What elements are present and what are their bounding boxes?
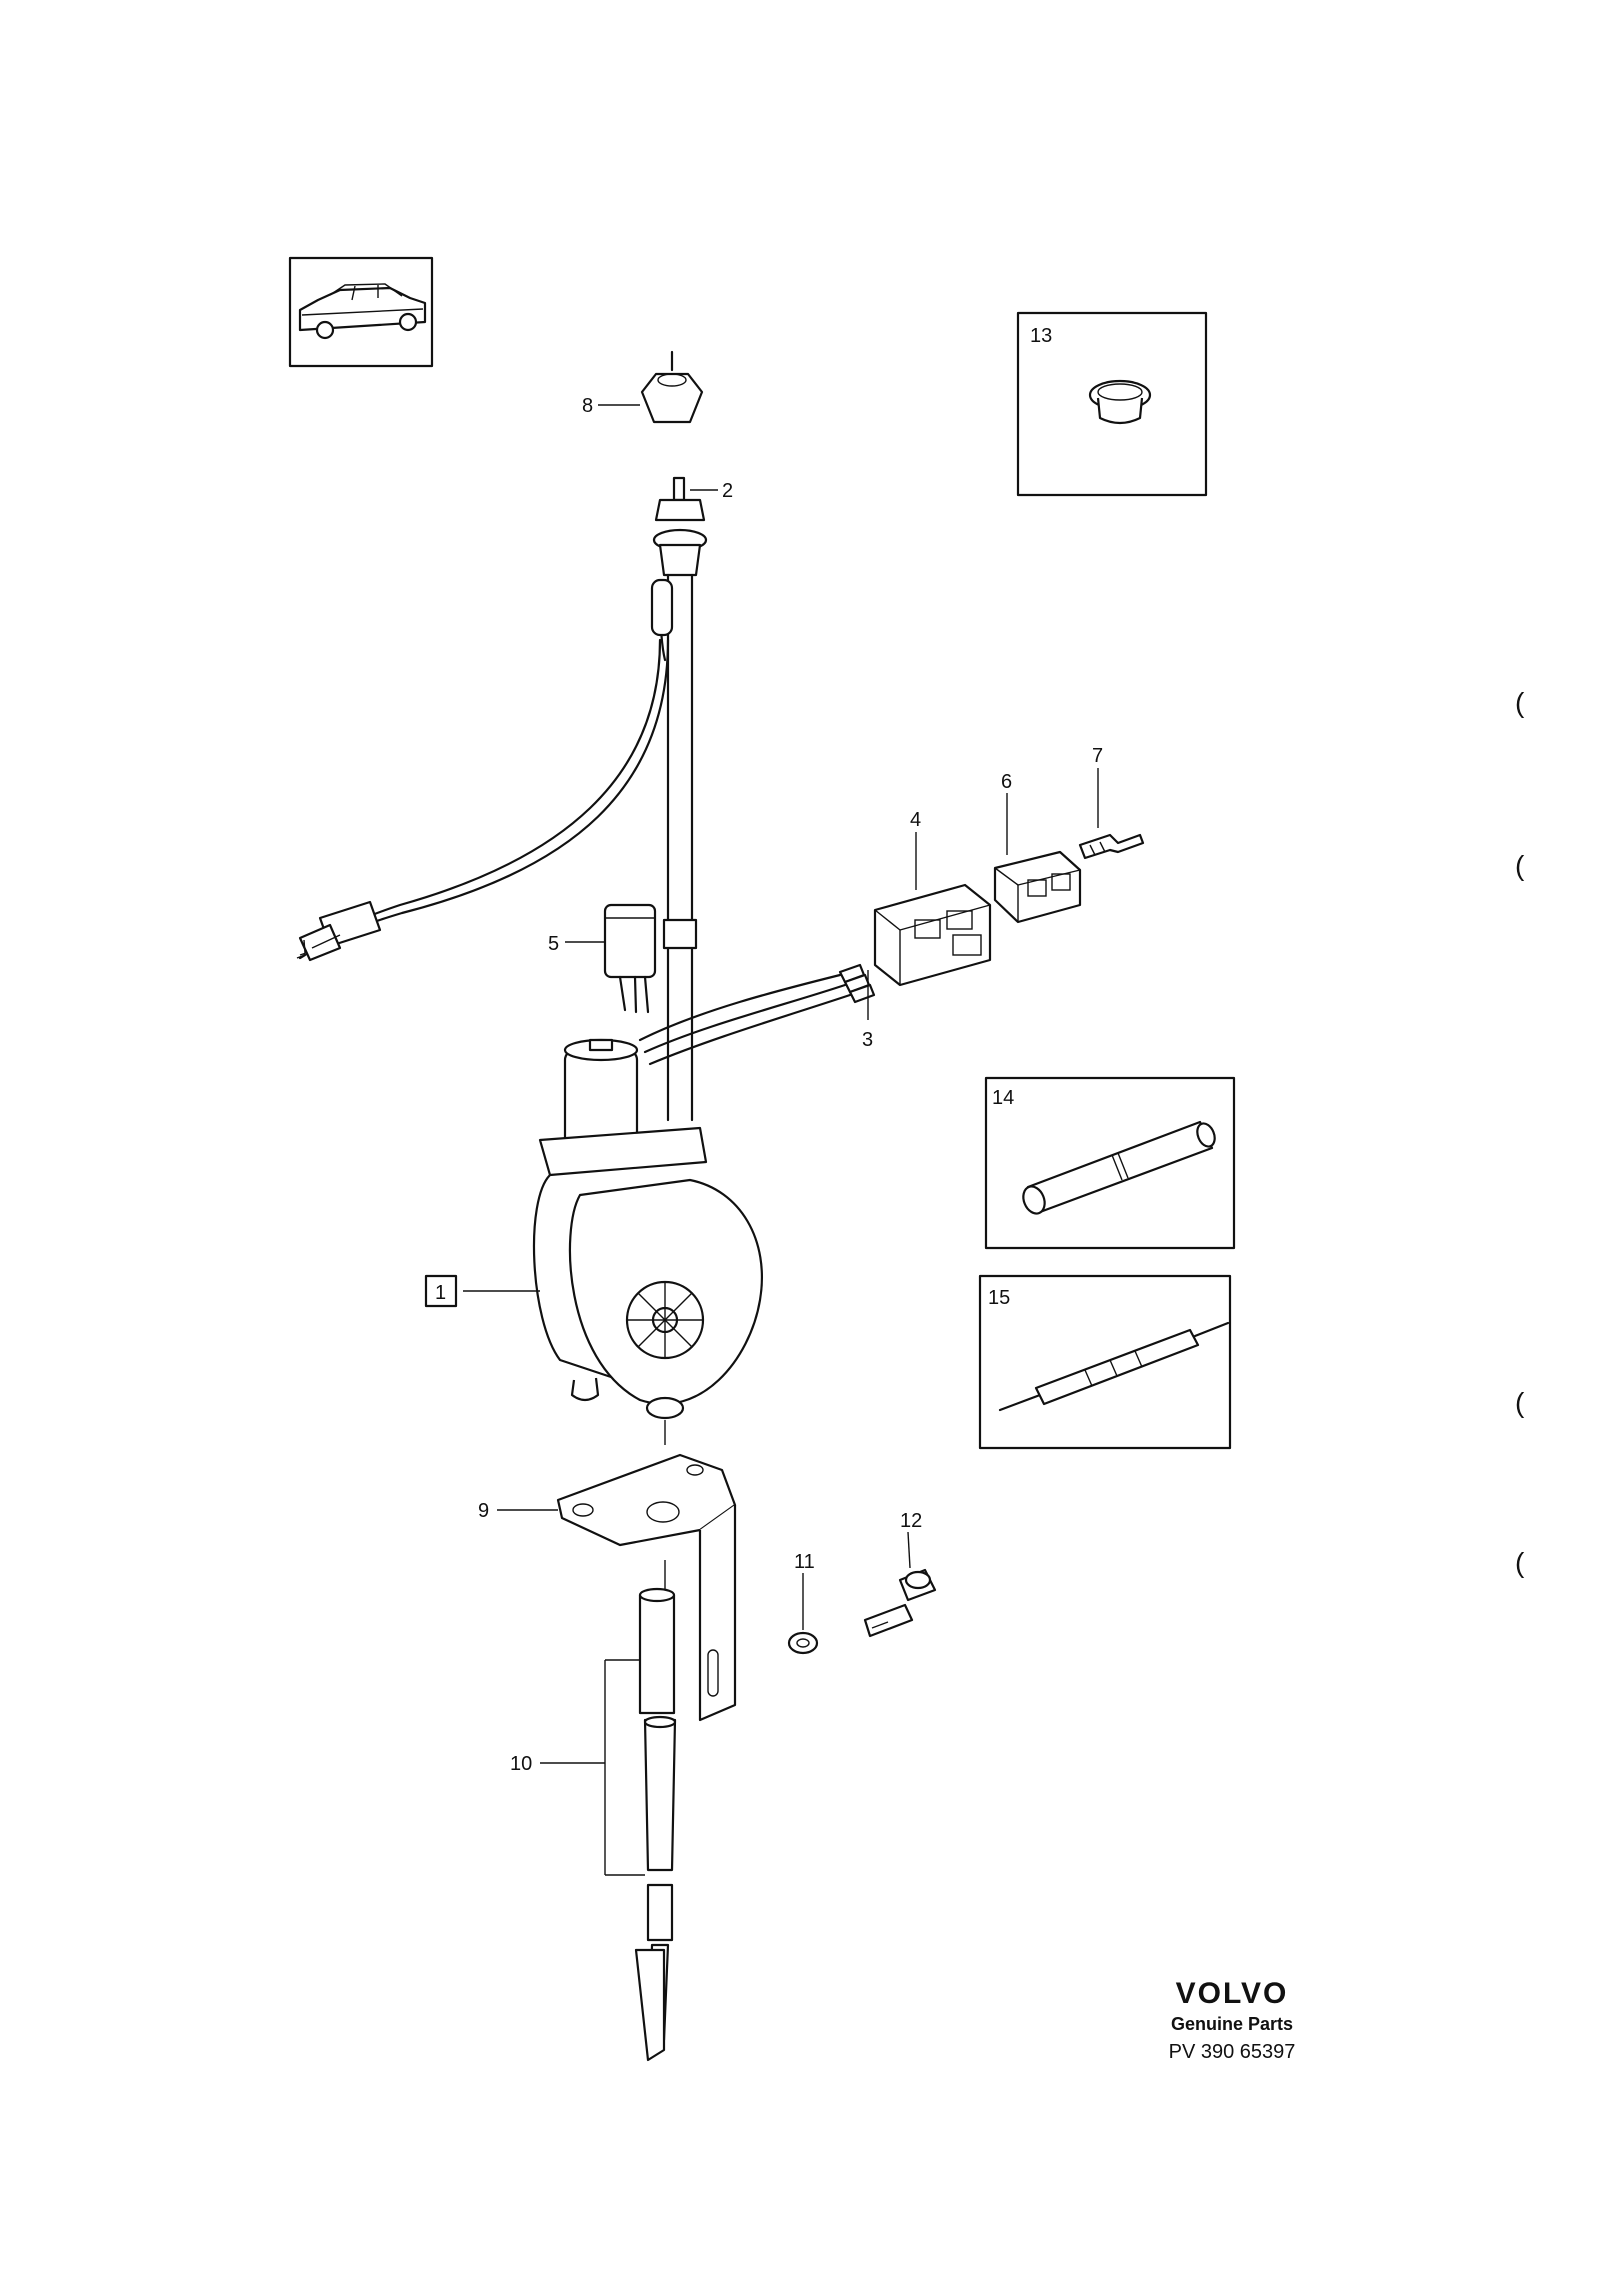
callout-8: 8 (582, 395, 593, 417)
callout-2: 2 (722, 480, 733, 502)
relay-icon (603, 903, 657, 1014)
bracket-icon (556, 1453, 737, 1722)
leader-lines (463, 404, 1099, 1876)
part-code: PV 390 65397 (1169, 2041, 1296, 2063)
vehicle-thumbnail (288, 256, 434, 368)
car-icon (298, 283, 427, 340)
callout-15: 15 (988, 1287, 1010, 1309)
grommet-icon (1088, 379, 1152, 425)
part-15-box: 15 (978, 1274, 1232, 1450)
part-13-box: 13 (1016, 311, 1208, 497)
genuine-parts-label: Genuine Parts (1171, 2014, 1293, 2034)
terminal-pin-icon (1078, 833, 1145, 860)
screw-icon (863, 1568, 937, 1638)
drain-tube-icon (634, 1420, 677, 2062)
margin-mark: ( (1515, 1387, 1525, 1418)
washer-icon (787, 1631, 819, 1655)
terminal-block-icon (993, 850, 1082, 924)
callout-labels: 1 2 3 4 5 6 7 8 9 10 11 12 (424, 395, 1103, 1775)
callout-6: 6 (1001, 771, 1012, 793)
callout-11: 11 (794, 1551, 815, 1573)
callout-12: 12 (900, 1510, 922, 1532)
antenna-assembly (296, 350, 1145, 2062)
callout-4: 4 (910, 809, 921, 831)
brand-block: VOLVO Genuine Parts PV 390 65397 (1169, 1977, 1296, 2063)
callout-13: 13 (1030, 325, 1052, 347)
sleeve-icon (1022, 1120, 1216, 1215)
part-14-box: 14 (984, 1076, 1236, 1250)
callout-1: 1 (435, 1282, 446, 1304)
connector-plug-icon (998, 1321, 1230, 1412)
antenna-nut-icon (640, 350, 704, 424)
callout-5: 5 (548, 933, 559, 955)
callout-10: 10 (510, 1753, 532, 1775)
antenna-motor-icon (532, 1038, 763, 1420)
callout-3: 3 (862, 1029, 873, 1051)
margin-mark: ( (1515, 1547, 1525, 1578)
callout-7: 7 (1092, 745, 1103, 767)
margin-mark: ( (1515, 850, 1525, 881)
callout-9: 9 (478, 1500, 489, 1522)
connector-housing-icon (873, 883, 992, 987)
volvo-logo: VOLVO (1176, 1977, 1289, 2010)
margin-mark: ( (1515, 687, 1525, 718)
callout-14: 14 (992, 1087, 1014, 1109)
margin-marks: ( ( ( ( (1515, 687, 1525, 1578)
